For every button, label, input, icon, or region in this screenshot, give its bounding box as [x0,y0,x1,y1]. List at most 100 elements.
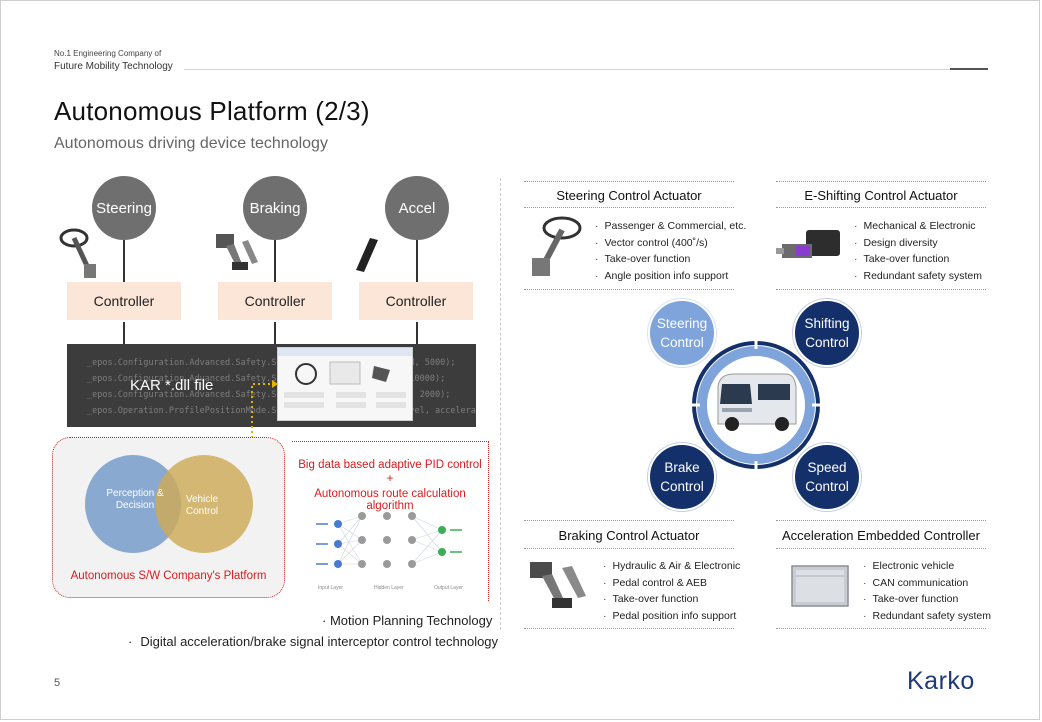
shifting-control-node: Shifting Control [793,299,861,367]
code-line: _epos.Configuration.Advanced.Safety.SetM… [87,390,451,400]
connector-line [274,322,276,344]
section-rule [776,520,986,521]
control-software-screenshot [277,347,413,421]
section-rule [524,628,734,629]
motion-planning-caption: · Motion Planning Technology [322,613,493,628]
controller-label: Controller [244,293,306,309]
company-tagline-main: Future Mobility Technology [54,61,173,72]
section-rule [776,207,986,208]
vehicle-control-hub [689,338,823,472]
brake-pedal-icon [216,234,258,270]
feature-item: Take-over function [854,251,982,268]
pid-line2: Autonomous route calculation algorithm [314,488,466,512]
steering-actuator-features: Passenger & Commercial, etc. Vector cont… [595,218,747,285]
pid-line1: Big data based adaptive PID control [298,459,482,471]
connector-line [416,322,418,344]
feature-item: Mechanical & Electronic [854,218,982,235]
section-rule [776,289,986,290]
brake-control-node: Brake Control [648,443,716,511]
feature-item: Take-over function [603,591,740,608]
page-number: 5 [54,677,61,689]
accel-controller-title: Acceleration Embedded Controller [782,528,980,543]
eshifting-actuator-icon [776,230,840,258]
controller-box-steering: Controller [67,282,181,320]
section-rule [524,548,734,549]
section-rule [524,520,734,521]
steering-control-label: Steering Control [656,316,708,350]
header-divider [184,69,988,70]
section-rule [776,548,986,549]
feature-item: Design diversity [854,235,982,252]
dll-label: KAR *.dll file [130,377,214,394]
eshifting-actuator-features: Mechanical & Electronic Design diversity… [854,218,982,284]
neural-network-icon [316,512,462,568]
connector-line [123,240,125,282]
venn-right-label: Vehicle Control [185,494,219,517]
feature-item: Take-over function [863,591,991,608]
shifting-control-label: Shifting Control [804,316,850,350]
output-layer-label: Output Layer [434,585,463,591]
controller-box-accel: Controller [359,282,473,320]
vehicle-control-circle [155,455,253,553]
steering-control-node: Steering Control [648,299,716,367]
section-rule [776,628,986,629]
connector-line [274,240,276,282]
controller-label: Controller [385,293,447,309]
controller-label: Controller [93,293,155,309]
feature-item: Hydraulic & Air & Electronic [603,558,741,575]
company-logo: Karko [907,667,975,696]
interceptor-caption: ·Digital acceleration/brake signal inter… [128,634,499,649]
hidden-layer-label: Hidden Layer [374,585,404,591]
column-divider [500,178,501,630]
software-window-icon [278,348,412,408]
input-layer-label: Input Layer [318,585,344,591]
feature-item: Pedal position info support [603,608,740,625]
section-rule [524,207,734,208]
connector-line [416,240,418,282]
page-title: Autonomous Platform (2/3) [54,96,370,126]
header-accent [950,68,988,70]
interceptor-text: Digital acceleration/brake signal interc… [140,634,499,649]
feature-item: Angle position info support [595,268,746,285]
brake-control-label: Brake Control [660,460,704,494]
feature-item: Vector control (400˚/s) [595,235,746,252]
braking-actuator-features: Hydraulic & Air & Electronic Pedal contr… [603,558,741,625]
speed-control-node: Speed Control [793,443,861,511]
algorithm-box [292,441,489,601]
section-rule [776,181,986,182]
feature-item: Redundant safety system [854,268,982,285]
platform-caption: Autonomous S/W Company's Platform [70,570,267,582]
braking-actuator-title: Braking Control Actuator [558,528,700,543]
steering-column-icon [59,228,96,278]
feature-item: Take-over function [595,251,746,268]
logo-text: Karko [907,667,975,695]
venn-left-label: Perception & Decision [106,488,164,511]
connector-line [123,322,125,344]
feature-item: Redundant safety system [863,608,991,625]
feature-item: Pedal control & AEB [603,575,740,592]
speed-control-label: Speed Control [805,460,849,494]
steering-circle: Steering [92,176,156,240]
feature-item: CAN communication [863,575,991,592]
accel-circle: Accel [385,176,449,240]
braking-circle: Braking [243,176,307,240]
feature-item: Electronic vehicle [863,558,991,575]
steering-actuator-icon [532,216,582,276]
accel-pedal-icon [356,238,378,272]
braking-circle-label: Braking [249,199,301,217]
pid-plus: + [386,473,394,485]
code-line: _epos.Configuration.Advanced.Safety.SetM… [87,358,456,368]
code-line: _epos.Configuration.Advanced.Safety.SetM… [87,374,446,384]
controller-box-braking: Controller [218,282,332,320]
page-subtitle: Autonomous driving device technology [54,135,328,152]
company-tagline: No.1 Engineering Company of [54,49,162,58]
accel-circle-label: Accel [398,199,436,217]
embedded-controller-icon [791,565,849,607]
eshifting-actuator-title: E-Shifting Control Actuator [804,188,958,203]
accel-controller-features: Electronic vehicle CAN communication Tak… [863,558,991,624]
section-rule [524,181,734,182]
feature-item: Passenger & Commercial, etc. [595,218,747,235]
section-rule [524,289,734,290]
steering-actuator-title: Steering Control Actuator [556,188,702,203]
